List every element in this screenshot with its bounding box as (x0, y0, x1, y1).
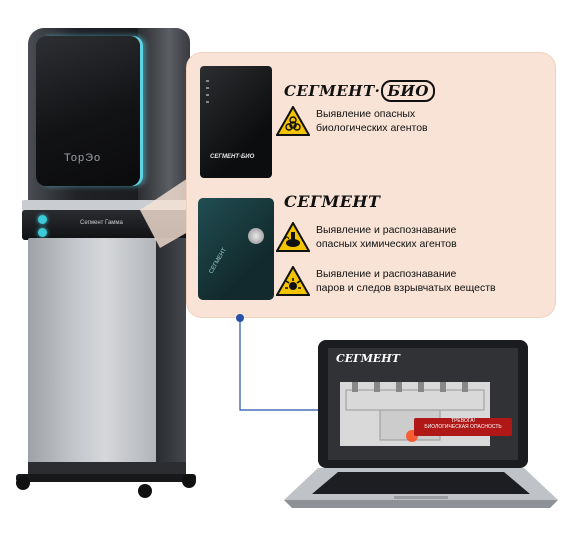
device-vent (206, 80, 209, 108)
segment-bio-device: СЕГМЕНТ·БИО (200, 66, 272, 178)
laptop-app-title: СЕГМЕНТ (336, 352, 400, 365)
kiosk-indicator-light (38, 228, 47, 237)
feature-text-line: биологических агентов (316, 122, 428, 134)
kiosk-device: ТорЭо Сегмент Гамма (10, 22, 210, 502)
kiosk-ledge-label: Сегмент Гамма (80, 220, 123, 226)
explosive-icon (276, 266, 310, 296)
floor-plan (340, 382, 490, 446)
feature-row: Выявление и распознавание опасных химичес… (276, 222, 457, 252)
connector-dot (236, 314, 244, 322)
connector-line (239, 318, 322, 411)
brand-name: СЕГМЕНТ· (284, 82, 381, 100)
laptop-base (284, 468, 558, 508)
floor-plan-drawing (345, 382, 485, 442)
wheel-icon (16, 476, 30, 490)
kiosk-body (28, 238, 168, 470)
kiosk-screen-logo: ТорЭо (64, 152, 102, 164)
feature-row: Выявление и распознавание паров и следов … (276, 266, 496, 296)
feature-text-line: Выявление опасных (316, 108, 416, 120)
segment-brand: СЕГМЕНТ (284, 192, 381, 211)
segment-device: СЕГМЕНТ (198, 198, 274, 300)
alarm-banner: ТРЕВОГА! БИОЛОГИЧЕСКАЯ ОПАСНОСТЬ (414, 418, 512, 436)
device-label: СЕГМЕНТ·БИО (210, 154, 255, 160)
device-knob (248, 228, 264, 244)
feature-text-line: опасных химических агентов (316, 238, 457, 250)
feature-text-line: Выявление и распознавание (316, 268, 457, 280)
kiosk-indicator-light (38, 215, 47, 224)
chemical-hazard-icon (276, 222, 310, 252)
wheel-icon (182, 474, 196, 488)
biohazard-icon (276, 106, 310, 136)
callout-pointer (140, 178, 188, 248)
kiosk-body-side (156, 238, 186, 470)
alarm-title: ТРЕВОГА! (451, 418, 475, 424)
device-label: СЕГМЕНТ (208, 247, 228, 275)
feature-text-line: паров и следов взрывчатых веществ (316, 282, 496, 294)
feature-row: Выявление опасных биологических агентов (276, 106, 428, 136)
brand-suffix: БИО (381, 80, 435, 102)
kiosk-screen (36, 36, 140, 186)
wheel-icon (138, 484, 152, 498)
kiosk-bottom (28, 462, 186, 476)
segment-bio-brand: СЕГМЕНТ·БИО (284, 80, 435, 102)
kiosk-legs (16, 474, 196, 482)
alarm-text: БИОЛОГИЧЕСКАЯ ОПАСНОСТЬ (424, 424, 502, 430)
feature-text-line: Выявление и распознавание (316, 224, 457, 236)
